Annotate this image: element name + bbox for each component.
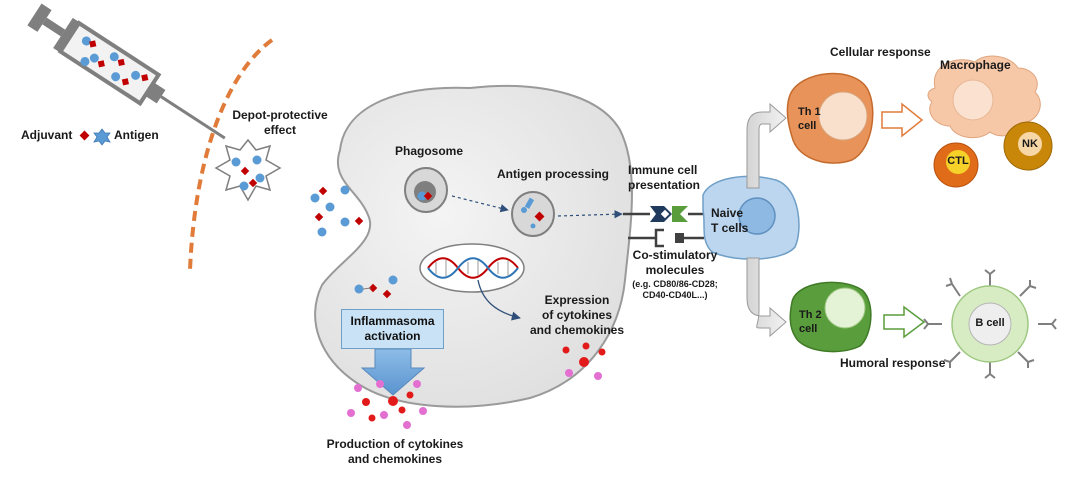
antigen-cluster (310, 185, 364, 237)
inflammasome-label-line2: activation (364, 329, 421, 343)
macrophage-label: Macrophage (940, 58, 1011, 72)
ctl-nucleus (946, 150, 970, 174)
antigen-icon (93, 128, 111, 146)
cellular-response-label: Cellular response (830, 45, 931, 59)
costim-example-line1: (e.g. CD80/86-CD28; (632, 279, 718, 289)
nk-label: NK (1022, 138, 1038, 150)
expression-label-line3: and chemokines (529, 323, 625, 337)
cytokines-left (347, 380, 427, 429)
immune-presentation-line1: Immune cell (628, 163, 698, 177)
b-cell-receptors (923, 269, 1057, 379)
th1-activation-arrow (881, 102, 924, 138)
production-label-line2: and chemokines (347, 452, 443, 466)
b-cell-label: B cell (975, 317, 1005, 329)
th2-label-line1: Th 2 (799, 309, 822, 321)
expression-label-line1: Expression (544, 293, 610, 307)
production-label-line1: Production of cytokines (326, 437, 464, 451)
naive-t-label-line2: T cells (711, 221, 749, 235)
humoral-response-label: Humoral response (840, 356, 946, 370)
arrow-to-th1 (746, 102, 787, 189)
processing-vesicle (511, 191, 555, 237)
inflammasome-box: Inflammasoma activation (341, 309, 444, 349)
cytokines-right (562, 342, 606, 380)
costim-label-line2: molecules (645, 263, 705, 277)
inflammasome-label-line1: Inflammasoma (350, 314, 435, 328)
antigen-processing-label: Antigen processing (497, 167, 610, 181)
arrow-to-th2 (746, 257, 787, 338)
ctl-label: CTL (947, 155, 969, 167)
mhc-tcr-complex (623, 206, 704, 222)
nk-nucleus (1018, 132, 1042, 156)
adjuvant-antigen-group (354, 275, 398, 299)
naive-t-label-line1: Naive (711, 206, 744, 220)
processing-arrow (557, 210, 623, 219)
expression-label-line2: of cytokines (541, 308, 613, 322)
phagosome (404, 167, 448, 213)
costim-label-line1: Co-stimulatory (632, 248, 718, 262)
th1-nucleus (818, 91, 868, 141)
antigen-label: Antigen (114, 128, 159, 142)
dna-helix-icon (419, 243, 525, 293)
syringe-contents (80, 36, 149, 86)
costimulatory-pair (628, 228, 704, 248)
th1-label-line2: cell (798, 120, 817, 132)
naive-t-cell-nucleus (738, 197, 776, 235)
phagosome-label: Phagosome (395, 144, 464, 158)
depot-arc (188, 38, 274, 271)
macrophage-nucleus (952, 79, 994, 121)
costim-example-line2: CD40-CD40L...) (642, 290, 708, 300)
depot-label-line1: Depot-protective (232, 108, 328, 122)
expression-arrow (477, 279, 521, 321)
syringe-icon (27, 3, 226, 140)
th2-label-line2: cell (799, 323, 818, 335)
depot-label-line2: effect (263, 123, 296, 137)
th2-activation-arrow (883, 305, 926, 339)
b-cell-nucleus (968, 302, 1012, 346)
inflammasome-arrow (360, 348, 426, 396)
adjuvant-icon (79, 130, 90, 141)
th1-label-line1: Th 1 (798, 106, 821, 118)
th2-nucleus (824, 287, 866, 329)
adjuvant-label: Adjuvant (21, 128, 73, 142)
immune-presentation-line2: presentation (628, 178, 701, 192)
phagosome-arrow (451, 195, 509, 213)
depot-starburst (214, 138, 282, 202)
